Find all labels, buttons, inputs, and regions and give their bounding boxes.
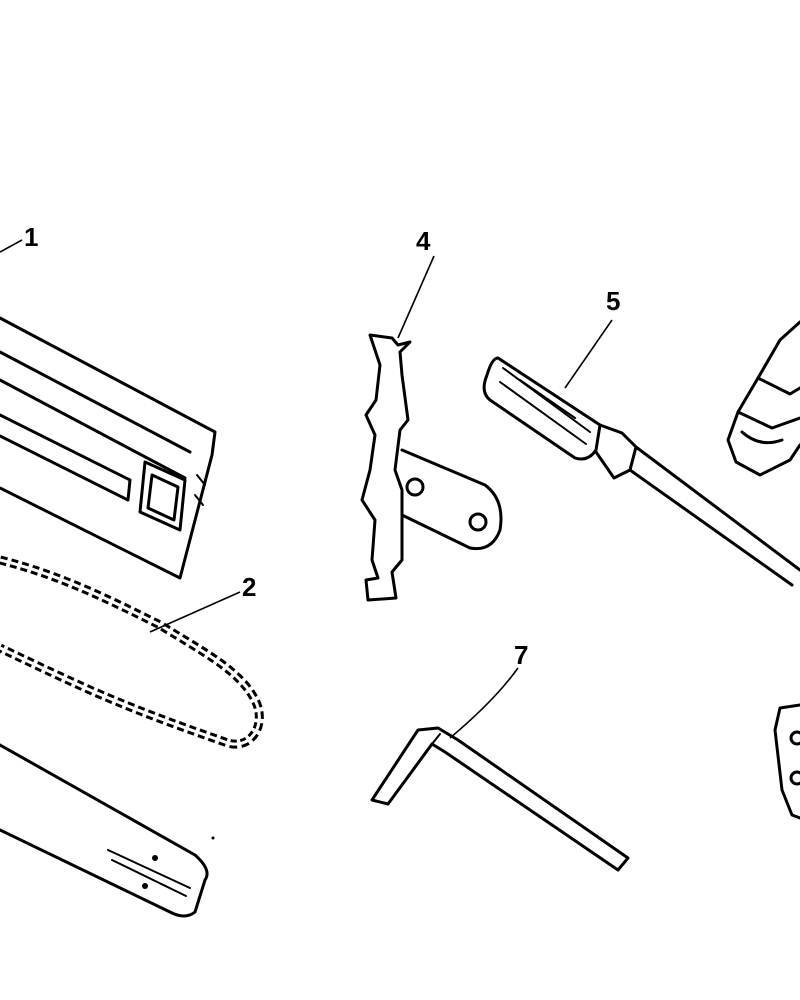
leader-2 <box>149 591 241 633</box>
guide-bar-icon <box>0 743 215 918</box>
leader-7 <box>449 667 519 739</box>
leader-5 <box>564 319 613 389</box>
leader-1 <box>0 239 23 253</box>
bar-cover-icon <box>0 316 217 580</box>
screwdriver-icon <box>482 356 800 587</box>
socket-wrench-icon <box>726 320 800 477</box>
saw-chain-icon <box>0 555 264 749</box>
callout-1: 1 <box>24 222 38 252</box>
callout-2: 2 <box>242 572 256 602</box>
callout-7: 7 <box>514 640 528 670</box>
callout-4: 4 <box>416 226 431 256</box>
leader-4 <box>397 255 435 339</box>
callout-5: 5 <box>606 286 620 316</box>
depth-gauge-icon <box>360 333 503 602</box>
bracket-icon <box>773 703 800 820</box>
hex-key-icon <box>370 726 630 872</box>
